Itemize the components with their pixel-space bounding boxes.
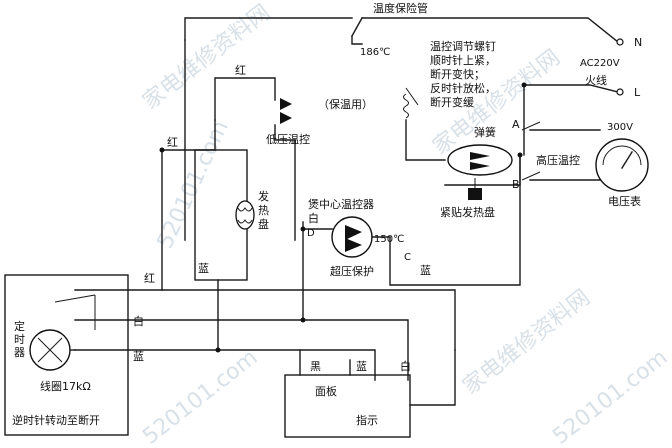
- wire-top-left: [184, 17, 353, 41]
- heater-label: 发热盘: [258, 189, 269, 231]
- screw-pointer: [405, 87, 419, 106]
- terminal-n-icon: [616, 38, 624, 46]
- wire-color-white: 白: [308, 211, 319, 225]
- junction-dot: [159, 147, 165, 153]
- point-d-label: D: [307, 228, 315, 239]
- timer-label: 定时器: [14, 319, 25, 359]
- wire-red-bottom: [127, 289, 456, 351]
- junction-dot: [300, 317, 306, 323]
- wire-to-l: [523, 84, 619, 93]
- terminal-n-label: N: [634, 36, 642, 49]
- voltmeter-scale: [602, 145, 642, 166]
- wire-color-blue: 蓝: [198, 262, 209, 275]
- high-ctrl-contact: [470, 152, 490, 160]
- voltmeter-needle: [621, 151, 633, 169]
- center-temp-label: 150℃: [374, 234, 404, 245]
- fuse-label: 温度保险管: [373, 1, 428, 15]
- fuse-switch: [351, 17, 363, 37]
- timer-switch-contact: [54, 294, 96, 303]
- high-ctrl-icon: [447, 144, 513, 176]
- wire-spring-left: [405, 119, 446, 161]
- timer-frame: [4, 274, 129, 436]
- heat-plate-contact-icon: [468, 188, 482, 200]
- wire-color-blue: 蓝: [133, 350, 144, 363]
- high-ctrl-contact: [470, 162, 490, 170]
- watermark: 家电维修资料网: [458, 285, 595, 400]
- low-ctrl-icon: [280, 112, 292, 124]
- wire-to-n: [361, 17, 619, 43]
- panel-box: [284, 374, 411, 438]
- wire-white-bottom: [127, 319, 409, 381]
- heater-coil: [237, 207, 253, 212]
- point-b-label: B: [512, 178, 520, 191]
- wire-blue-c: [389, 154, 521, 286]
- meter-value-label: 300V: [607, 122, 633, 133]
- point-a-label: A: [512, 118, 520, 131]
- wire-color-blue: 蓝: [356, 360, 367, 373]
- heater-icon: [235, 200, 255, 230]
- wire-color-red: 红: [235, 64, 246, 77]
- terminal-l-label: L: [634, 86, 641, 99]
- fuse-icon: [351, 35, 363, 45]
- meter-name-label: 电压表: [608, 194, 641, 208]
- center-controller-contact: [345, 238, 362, 252]
- adjust-note-line: 反时针放松，: [430, 81, 496, 95]
- labels: 温度保险管 186℃ N L AC220V 火线 温控调节螺钉 顺时针上紧， 断…: [12, 1, 642, 427]
- adjust-note-line: 断开变快；: [430, 67, 485, 81]
- adjust-note-line: 温控调节螺钉: [430, 39, 496, 53]
- timer-note-label: 逆时针转动至断开: [12, 413, 100, 427]
- arrow-b: [521, 171, 541, 181]
- wire-b-meter: [529, 169, 601, 181]
- wire-color-white: 白: [133, 314, 144, 328]
- voltmeter-icon: [595, 138, 649, 192]
- live-wire-label: 火线: [585, 73, 607, 87]
- wire-lowctrl-down: [274, 124, 296, 241]
- coil-label: 线圈17kΩ: [40, 379, 91, 393]
- fuse-temp-label: 186℃: [360, 47, 390, 58]
- wiring: [4, 17, 619, 438]
- wire-color-red: 红: [144, 272, 155, 285]
- arrow-a: [521, 121, 541, 131]
- wire-b-bottom: [444, 154, 521, 186]
- wire-color-black: 黑: [310, 360, 321, 373]
- spring-icon: [403, 93, 409, 119]
- junction-dot: [517, 152, 523, 158]
- components: [29, 35, 649, 371]
- spring-label: 弹簧: [474, 125, 496, 139]
- keep-warm-label: （保温用）: [318, 97, 373, 111]
- center-ctrl-label: 煲中心温控器: [308, 197, 374, 211]
- wire-panel-right: [409, 349, 456, 406]
- junction-dot: [521, 82, 527, 88]
- low-ctrl-label: 低压温控: [266, 132, 310, 146]
- wire-color-blue: 蓝: [420, 264, 431, 277]
- terminal-l-icon: [616, 88, 624, 96]
- center-controller-icon: [331, 216, 373, 258]
- supply-label: AC220V: [580, 58, 620, 69]
- heater-coil: [237, 219, 253, 224]
- wire-red-top: [214, 77, 276, 121]
- wire-color-red: 红: [167, 136, 178, 149]
- timer-motor-symbol: [37, 337, 63, 363]
- junction-dot: [300, 226, 306, 232]
- high-ctrl-label: 高压温控: [536, 153, 580, 167]
- indicator-label: 指示: [356, 413, 378, 427]
- watermark: 520101.com: [153, 117, 234, 253]
- panel-label: 面板: [315, 384, 337, 398]
- heat-plate-label: 紧贴发热盘: [440, 205, 495, 219]
- overpress-label: 超压保护: [330, 264, 374, 278]
- wire-color-white: 白: [400, 359, 411, 373]
- adjust-note-line: 断开变缓: [430, 95, 474, 109]
- watermark: 520101.com: [138, 345, 262, 448]
- center-controller-contact: [345, 225, 362, 240]
- point-c-label: C: [404, 252, 411, 263]
- wire-blue-panel: [217, 349, 376, 381]
- watermark: 520101.com: [548, 345, 672, 448]
- low-ctrl-icon: [280, 98, 292, 110]
- adjust-note-line: 顺时针上紧，: [430, 53, 496, 67]
- junction-dot: [215, 347, 221, 353]
